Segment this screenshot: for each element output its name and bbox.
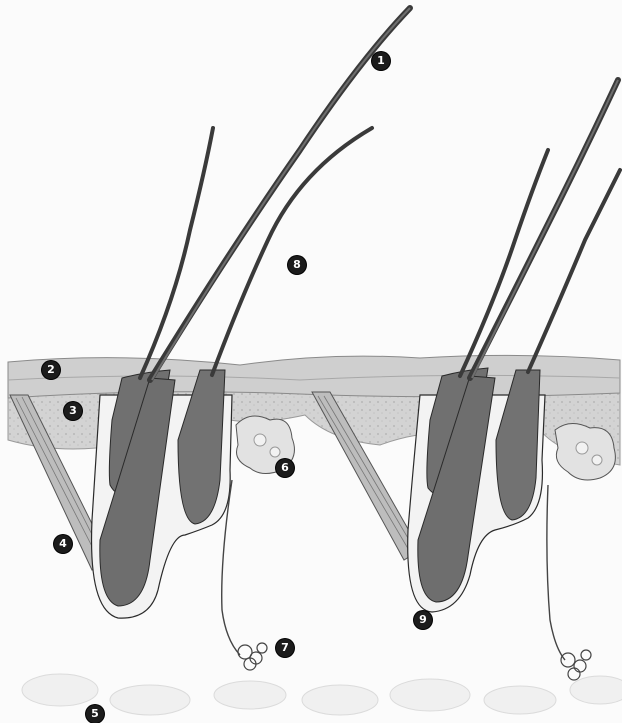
callout-1: 1 (372, 52, 390, 70)
callout-7: 7 (276, 639, 294, 657)
callout-5: 5 (86, 705, 104, 723)
callout-9: 9 (414, 611, 432, 629)
callout-6: 6 (276, 459, 294, 477)
callout-4: 4 (54, 535, 72, 553)
callout-2: 2 (42, 361, 60, 379)
callout-3: 3 (64, 402, 82, 420)
callout-8: 8 (288, 256, 306, 274)
